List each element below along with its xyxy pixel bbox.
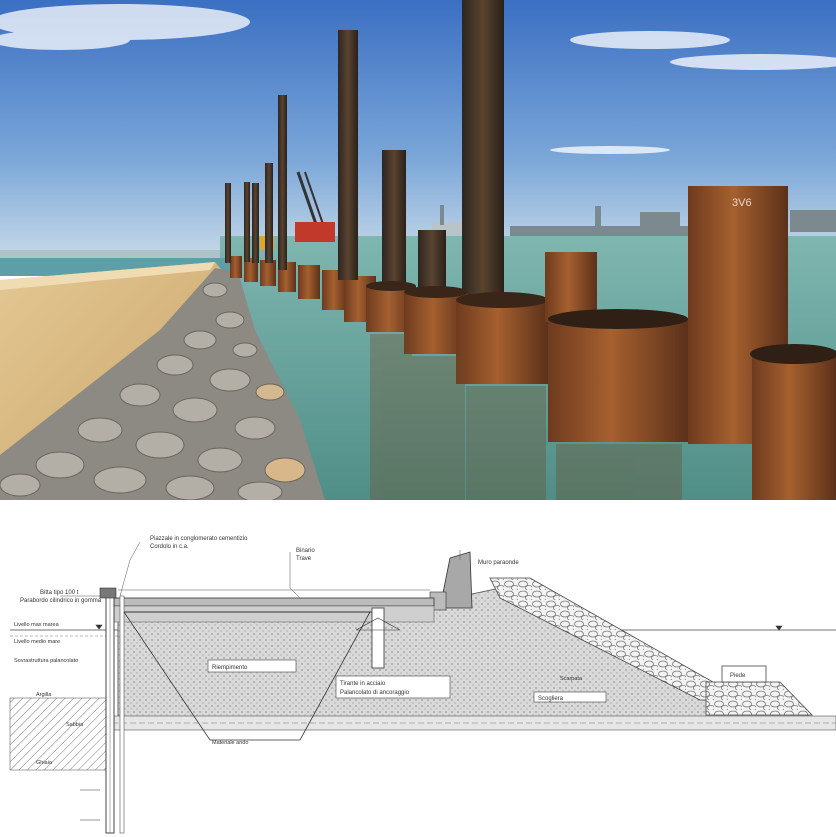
bollard-label: Bitta tipo 100 t (40, 590, 79, 596)
toe-label: Piede (730, 673, 746, 679)
rock-label: Scogliera (538, 696, 564, 702)
superstructure-label: Sovrastruttura palancolato (14, 658, 78, 664)
level-markers (80, 624, 783, 821)
bollard (99, 587, 117, 599)
slope-label: Scarpata (560, 676, 583, 682)
rail-label: Binario (296, 548, 315, 554)
deck-label-2: Cordolo in c.a. (150, 544, 189, 550)
left-soil (9, 697, 107, 771)
base-label: Materiale arido (212, 740, 248, 746)
soil-label-3: Ghiaia (36, 760, 53, 766)
water-mid-label: Livello medio mare (14, 639, 60, 645)
rock-embankment (0, 268, 325, 500)
distant-port (432, 205, 836, 238)
construction-photo: 3V6 (0, 0, 836, 500)
photo-scene: 3V6 (0, 0, 836, 500)
front-cylinders (548, 186, 836, 500)
crown-label: Muro paraonde (478, 560, 519, 566)
soil-label-1: Argilla (36, 692, 52, 698)
tie-label: Tirante in acciaio (340, 681, 386, 687)
section-svg: Riempimento Tirante in acciaio Palancola… (9, 536, 836, 834)
anchor-label: Palancolato di ancoraggio (340, 690, 410, 696)
mid-cylinders (366, 252, 597, 384)
water-top-label: Livello max marea (14, 622, 60, 628)
pile-marking: 3V6 (732, 197, 752, 209)
fender-label: Parabordo cilindrico in gomma (20, 598, 102, 604)
fill-label: Riempimento (212, 665, 248, 671)
deck (111, 597, 435, 607)
failure-wedge (123, 611, 371, 741)
toe-box (721, 665, 767, 683)
soil-label-2: Sabbia (66, 722, 84, 728)
reflections (370, 334, 682, 500)
leaders (60, 541, 461, 599)
deck-label-1: Piazzale in conglomerato cementizio (150, 536, 248, 542)
rock-toe (705, 681, 813, 716)
steel-posts (225, 0, 504, 305)
crown-wall (439, 551, 473, 609)
anchor-pile (371, 607, 385, 669)
cross-section-drawing: Riempimento Tirante in acciaio Palancola… (0, 500, 836, 837)
beam-label: Trave (296, 556, 312, 562)
clouds (0, 4, 836, 154)
